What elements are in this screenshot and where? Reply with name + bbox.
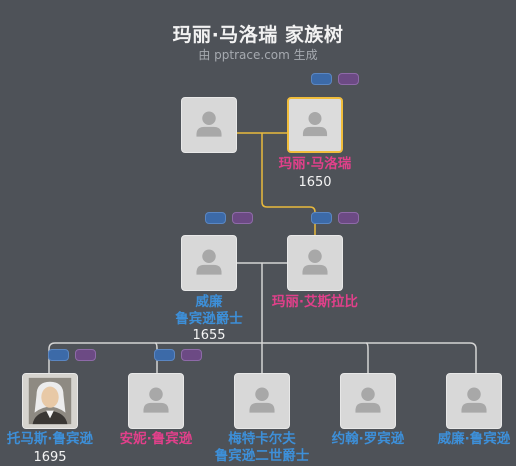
person-name-thomas: 托马斯·鲁宾逊: [6, 431, 94, 447]
expand-maternal-icon[interactable]: [338, 73, 359, 85]
person-card-thomas-robinson[interactable]: [22, 373, 78, 429]
expand-paternal-icon[interactable]: [311, 212, 332, 224]
parent-toggles-anne: [154, 349, 204, 361]
page-title: 玛丽·马洛瑞 家族树: [172, 24, 344, 46]
descent-line-grandparents: [261, 133, 316, 235]
person-name-anne: 安妮·鲁宾逊: [119, 431, 193, 447]
person-silhouette-icon: [302, 249, 328, 275]
person-card-metcalfe-robinson[interactable]: [234, 373, 290, 429]
person-card-john-robinson[interactable]: [340, 373, 396, 429]
child-drop-4: [365, 342, 369, 373]
person-name-william-jr: 威廉·鲁宾逊: [437, 431, 511, 447]
page-subtitle: 由 pptrace.com 生成: [198, 48, 318, 62]
person-name-john: 约翰·罗宾逊: [331, 431, 405, 447]
parent-toggles-william: [205, 212, 255, 224]
portrait-photo-icon: [23, 374, 77, 428]
person-name-metcalfe-line2: 鲁宾逊二世爵士: [214, 448, 310, 464]
expand-paternal-icon[interactable]: [311, 73, 332, 85]
expand-maternal-icon[interactable]: [181, 349, 202, 361]
person-silhouette-icon: [302, 112, 328, 137]
expand-paternal-icon[interactable]: [205, 212, 226, 224]
person-card-mary-mallory[interactable]: [287, 97, 343, 153]
child-drop-2: [154, 342, 158, 373]
person-name-william-line2: 鲁宾逊爵士: [175, 311, 243, 327]
person-card-grandfather[interactable]: [181, 97, 237, 153]
expand-maternal-icon[interactable]: [338, 212, 359, 224]
person-card-william-robinson-jr[interactable]: [446, 373, 502, 429]
expand-maternal-icon[interactable]: [75, 349, 96, 361]
person-name-william-line1: 威廉: [195, 294, 223, 310]
person-name-mary-aislabie: 玛丽·艾斯拉比: [271, 294, 359, 310]
person-year-mary-mallory: 1650: [298, 175, 332, 190]
person-year-thomas: 1695: [33, 450, 67, 465]
person-silhouette-icon: [355, 387, 381, 413]
expand-paternal-icon[interactable]: [48, 349, 69, 361]
person-silhouette-icon: [196, 249, 222, 275]
person-card-anne-robinson[interactable]: [128, 373, 184, 429]
person-card-mary-aislabie[interactable]: [287, 235, 343, 291]
person-silhouette-icon: [249, 387, 275, 413]
person-year-william: 1655: [192, 328, 226, 343]
person-silhouette-icon: [461, 387, 487, 413]
person-silhouette-icon: [143, 387, 169, 413]
person-card-william-robinson[interactable]: [181, 235, 237, 291]
parent-toggles-mary-mallory: [311, 73, 361, 85]
expand-maternal-icon[interactable]: [232, 212, 253, 224]
expand-paternal-icon[interactable]: [154, 349, 175, 361]
person-name-metcalfe-line1: 梅特卡尔夫: [228, 431, 296, 447]
person-name-mary-mallory: 玛丽·马洛瑞: [278, 156, 352, 172]
parent-toggles-mary-aislabie: [311, 212, 361, 224]
parent-toggles-thomas: [48, 349, 98, 361]
person-silhouette-icon: [196, 111, 222, 137]
